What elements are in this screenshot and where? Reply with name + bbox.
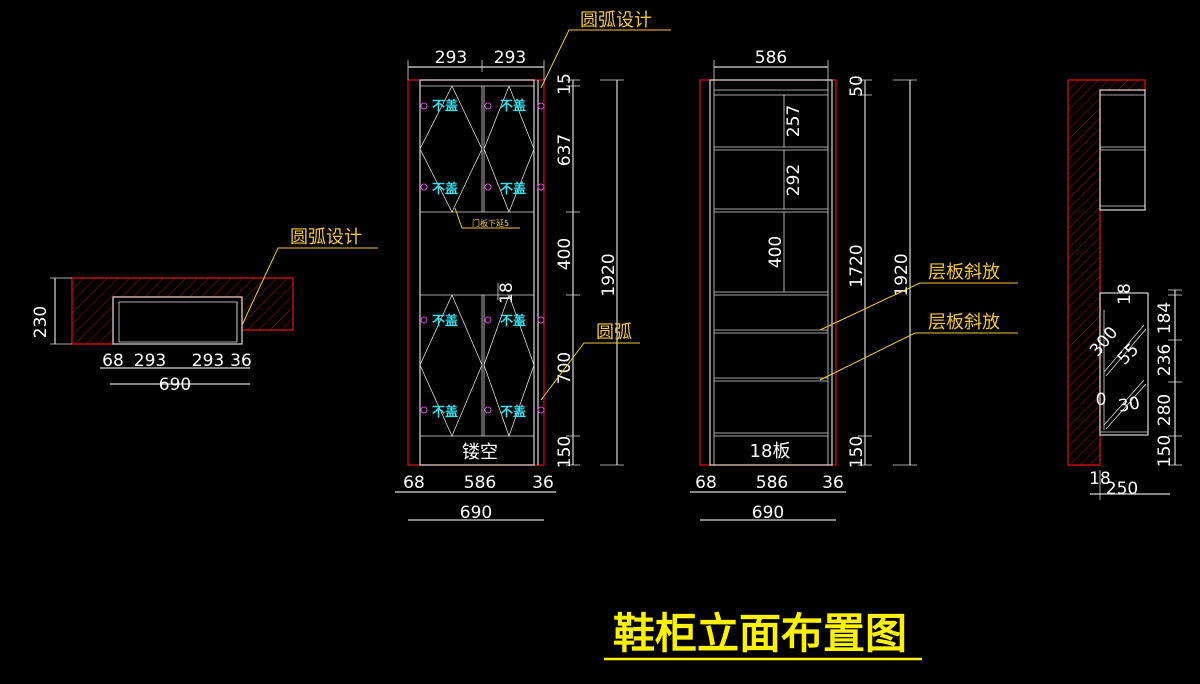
inner-bottom-text: 18板: [750, 441, 791, 462]
front-gap-dim: 18: [497, 282, 517, 304]
shelf-label-1: 层板斜放: [928, 262, 1000, 283]
plan-total: 690: [159, 375, 191, 395]
plan-seg-1: 68: [102, 351, 124, 371]
side-right-dim-5: 150: [1155, 435, 1175, 467]
plan-view: 230 68 293 293 36 690 圆弧设计: [31, 227, 378, 395]
front-top-seg-1: 293: [435, 48, 467, 68]
shelf-label-2: 层板斜放: [928, 312, 1000, 333]
door-tag-7: 不盖: [432, 404, 458, 420]
side-bottom-seg-2: 250: [1106, 479, 1138, 499]
door-tag-5: 不盖: [432, 313, 458, 329]
door-tag-2: 不盖: [500, 98, 526, 114]
front-bottom-seg-2: 586: [464, 473, 496, 493]
front-view: 不盖 不盖 不盖 不盖 不盖 不盖 不盖 不盖 门板下延5 18 镂空 293 …: [395, 10, 671, 523]
front-label-arc: 圆弧: [596, 322, 632, 343]
front-bottom-seg-1: 68: [403, 473, 425, 493]
front-bottom-text: 镂空: [462, 442, 498, 463]
drawing-title: 鞋柜立面布置图: [604, 609, 922, 661]
title-text: 鞋柜立面布置图: [613, 609, 907, 658]
inner-bottom-seg-3: 36: [822, 473, 844, 493]
side-angle-dim-3: 0: [1096, 390, 1107, 410]
inner-right-dim-2: 1720: [847, 244, 867, 287]
inner-dim-1: 257: [784, 105, 804, 137]
front-top-seg-2: 293: [494, 48, 526, 68]
inner-bottom-seg-1: 68: [695, 473, 717, 493]
side-angle-dim-2: 55: [1114, 340, 1143, 369]
plan-seg-4: 36: [230, 351, 252, 371]
side-right-dim-2: 184: [1155, 302, 1175, 334]
front-bottom-seg-3: 36: [532, 473, 554, 493]
front-right-dim-1: 15: [555, 73, 575, 95]
front-right-dim-3: 400: [555, 238, 575, 270]
inner-total-width: 690: [752, 503, 784, 523]
side-right-dim-1: 18: [1115, 283, 1135, 305]
front-right-dim-2: 637: [555, 134, 575, 166]
door-tag-6: 不盖: [500, 313, 526, 329]
door-tag-4: 不盖: [500, 181, 526, 197]
front-total-width: 690: [460, 503, 492, 523]
inner-total-height: 1920: [892, 253, 912, 296]
door-tag-3: 不盖: [432, 181, 458, 197]
side-right-dim-4: 280: [1155, 394, 1175, 426]
side-angle-dim-4: 30: [1117, 393, 1142, 416]
inner-view: 257 292 400 18板 586 50 1720 150 1920 层板斜…: [690, 48, 1018, 523]
side-view: 300 55 0 30 18 184 236 280 150 18 250: [1067, 79, 1182, 500]
inner-top-width: 586: [755, 48, 787, 68]
side-bottom-seg-1: 18: [1089, 469, 1111, 489]
plan-seg-2: 293: [134, 351, 166, 371]
inner-right-dim-1: 50: [847, 75, 867, 97]
inner-right-dim-3: 150: [847, 436, 867, 468]
door-tag-1: 不盖: [432, 98, 458, 114]
front-label-top: 圆弧设计: [580, 10, 652, 31]
front-right-dim-5: 150: [555, 436, 575, 468]
inner-bottom-seg-2: 586: [756, 473, 788, 493]
front-total-height: 1920: [599, 253, 619, 296]
plan-label: 圆弧设计: [290, 227, 362, 248]
side-right-dim-3: 236: [1155, 344, 1175, 376]
inner-dim-2: 292: [784, 164, 804, 196]
door-note: 门板下延5: [472, 218, 509, 228]
inner-dim-3: 400: [766, 236, 786, 268]
plan-height-dim: 230: [31, 306, 51, 338]
plan-seg-3: 293: [192, 351, 224, 371]
door-tag-8: 不盖: [500, 404, 526, 420]
